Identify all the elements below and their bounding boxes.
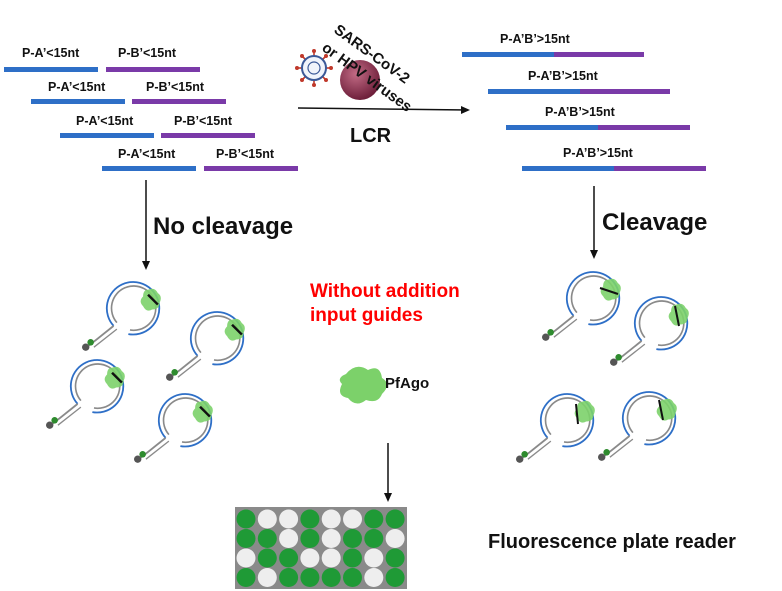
probe-a-strand xyxy=(102,166,196,171)
hairpin-probe xyxy=(515,393,596,464)
well-fluorescent xyxy=(364,529,384,548)
hairpin-probe xyxy=(46,360,125,429)
well-fluorescent xyxy=(343,548,362,568)
well-dark xyxy=(321,529,341,548)
well-fluorescent xyxy=(257,529,277,548)
no-cleavage-label: No cleavage xyxy=(153,213,294,240)
hairpin-probes-cleaved xyxy=(515,271,690,464)
ligated-b-segment xyxy=(580,89,670,94)
well-fluorescent xyxy=(236,509,256,529)
right-down-arrow xyxy=(590,186,598,259)
well-fluorescent xyxy=(364,509,384,529)
well-fluorescent xyxy=(385,509,405,529)
probe-a-label: P-A’<15nt xyxy=(76,114,134,128)
well-fluorescent xyxy=(300,568,320,587)
well-fluorescent xyxy=(343,568,362,587)
lcr-label: LCR xyxy=(350,125,392,147)
cleavage-label: Cleavage xyxy=(602,209,708,236)
well-fluorescent xyxy=(257,548,277,568)
left-probe-pairs xyxy=(4,67,298,171)
well-dark xyxy=(364,568,384,587)
lcr-arrow xyxy=(297,106,470,114)
ligated-probe-label: P-A’B’>15nt xyxy=(500,32,570,46)
hairpin-probe xyxy=(597,391,678,462)
well-fluorescent xyxy=(343,529,362,548)
hpv-virion-icon xyxy=(340,60,380,100)
probe-b-strand xyxy=(161,133,255,138)
ligated-a-segment xyxy=(462,52,554,57)
well-fluorescent xyxy=(279,548,299,568)
ligated-probe-label: P-A’B’>15nt xyxy=(528,69,598,83)
probe-b-label: P-B’<15nt xyxy=(216,147,275,161)
ligated-probe-label: P-A’B’>15nt xyxy=(545,105,615,119)
microplate xyxy=(235,507,407,589)
probe-a-strand xyxy=(4,67,98,72)
well-dark xyxy=(279,529,299,548)
well-fluorescent xyxy=(236,568,256,587)
well-dark xyxy=(321,548,341,568)
ligated-probe-label: P-A’B’>15nt xyxy=(563,146,633,160)
probe-a-label: P-A’<15nt xyxy=(118,147,176,161)
well-dark xyxy=(257,509,277,529)
hairpin-probe xyxy=(166,312,245,381)
well-dark xyxy=(300,548,320,568)
well-dark xyxy=(279,509,299,529)
hairpin-probes-uncleaved xyxy=(46,282,245,463)
well-fluorescent xyxy=(385,568,405,587)
probe-b-label: P-B’<15nt xyxy=(174,114,233,128)
probe-b-label: P-B’<15nt xyxy=(146,80,205,94)
probe-b-label: P-B’<15nt xyxy=(118,46,177,60)
right-ligated-probes xyxy=(462,52,706,171)
ligated-b-segment xyxy=(614,166,706,171)
probe-b-strand xyxy=(106,67,200,72)
ligated-a-segment xyxy=(506,125,598,130)
hairpin-probe xyxy=(541,271,622,342)
well-fluorescent xyxy=(300,529,320,548)
probe-b-strand xyxy=(204,166,298,171)
probe-b-strand xyxy=(132,99,226,104)
well-dark xyxy=(257,568,277,587)
no-guide-note: Without addition input guides xyxy=(310,281,460,326)
plate-down-arrow xyxy=(384,443,392,502)
probe-a-strand xyxy=(60,133,154,138)
pfago-icon xyxy=(339,366,387,404)
coronavirus-icon xyxy=(295,49,333,87)
ligated-a-segment xyxy=(522,166,614,171)
hairpin-probe xyxy=(134,394,213,463)
probe-a-label: P-A’<15nt xyxy=(22,46,80,60)
ligated-b-segment xyxy=(598,125,690,130)
well-dark xyxy=(321,509,341,529)
probe-a-label: P-A’<15nt xyxy=(48,80,106,94)
well-dark xyxy=(364,548,384,568)
readout-label: Fluorescence plate reader xyxy=(488,531,736,553)
well-fluorescent xyxy=(300,509,320,529)
well-fluorescent xyxy=(385,548,405,568)
pfago-legend-label: PfAgo xyxy=(385,375,430,392)
ligated-b-segment xyxy=(554,52,644,57)
well-fluorescent xyxy=(279,568,299,587)
well-dark xyxy=(236,548,256,568)
hairpin-probe xyxy=(82,282,161,351)
left-down-arrow xyxy=(142,180,150,270)
probe-a-strand xyxy=(31,99,125,104)
hairpin-probe xyxy=(609,296,690,367)
well-dark xyxy=(385,529,405,548)
well-fluorescent xyxy=(321,568,341,587)
well-dark xyxy=(343,509,362,529)
well-fluorescent xyxy=(236,529,256,548)
ligated-a-segment xyxy=(488,89,580,94)
